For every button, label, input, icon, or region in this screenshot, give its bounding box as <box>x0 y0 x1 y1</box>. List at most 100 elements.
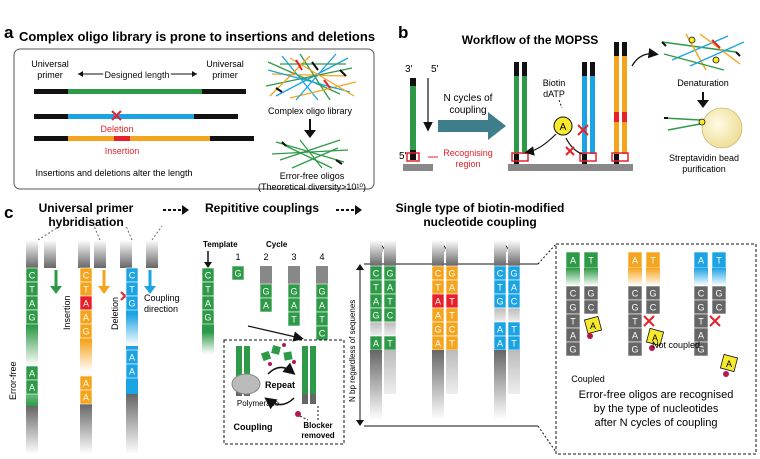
n-column-pair-tail <box>384 350 396 394</box>
cycle-number: 2 <box>263 252 268 262</box>
cycle-3-base-letter: G <box>290 287 297 297</box>
error-free-tail-letter: A <box>29 369 35 379</box>
coupled-label: Coupled <box>571 374 605 384</box>
zoom-fade <box>584 268 598 286</box>
streptavidin-label-2: purification <box>682 164 726 174</box>
coupling-label: Coupling <box>234 422 273 432</box>
n-column-pair-cell <box>507 307 521 323</box>
biotin-a-letter: A <box>590 321 596 331</box>
repeat-label: Repeat <box>265 380 295 390</box>
end-5-label: 5' <box>431 64 439 75</box>
coupling-direction-1: Coupling <box>144 293 180 303</box>
error-free-base-letter: C <box>29 271 36 281</box>
n-column-base-letter: A <box>435 297 441 307</box>
error-free-base-letter: T <box>29 285 35 295</box>
template-base-cell <box>201 309 215 325</box>
cycle-2-base-cell <box>259 297 273 313</box>
zoom-gray-pair-letter: C <box>650 303 657 313</box>
insertion-base-cell <box>79 323 93 339</box>
zoom-gray-letter: G <box>631 303 638 313</box>
zoom-inset <box>555 243 757 455</box>
biotin-a-square <box>719 353 739 373</box>
n-column-stub <box>370 240 382 266</box>
biotin-datp-badge <box>553 116 573 136</box>
cycle-2-base-letter: G <box>262 287 269 297</box>
n-column-base-cell <box>369 321 383 337</box>
panel-c: c Universal primer hybridisation Repitit… <box>4 201 757 455</box>
n-column-pair-letter: C <box>449 325 456 335</box>
panel-b-letter: b <box>398 23 408 42</box>
zoom-top-letter: A <box>632 256 638 266</box>
not-coupled-cross-icon <box>709 315 721 327</box>
biotin-a-letter: A <box>652 333 658 343</box>
cycle-4-base-letter: T <box>319 315 325 325</box>
n-column-base-letter: G <box>372 311 379 321</box>
cycle-template-stub <box>316 266 328 284</box>
n-column-pair-letter: A <box>511 283 517 293</box>
error-free-base-cell <box>25 309 39 325</box>
n-column-pair-letter: C <box>511 297 518 307</box>
template-label: Template <box>203 240 238 249</box>
zoom-gray-cell <box>627 341 643 357</box>
cycle-4-base-letter: A <box>319 301 325 311</box>
n-column-pair-letter: T <box>449 311 455 321</box>
panel-b-title: Workflow of the MOPSS <box>462 33 598 47</box>
zoom-caption-2: by the type of nucleotides <box>594 403 719 415</box>
cycle-4-base-letter: C <box>319 329 326 339</box>
zoom-gray-letter: T <box>570 317 576 327</box>
deletion-label: Deletion <box>100 124 133 134</box>
cycle-3-base-letter: T <box>291 315 297 325</box>
n-column-base-letter: C <box>373 269 380 279</box>
n-column-pair-letter: T <box>511 325 517 335</box>
template-base-letter: C <box>205 271 212 281</box>
primer-left-label-2: primer <box>37 70 63 80</box>
error-free-base-letter: A <box>29 299 35 309</box>
n-column-pair-tail <box>508 350 520 394</box>
zoom-caption-1: Error-free oligos are recognised <box>579 389 734 401</box>
recognising-label-2: region <box>455 159 480 169</box>
captured-oligos <box>663 117 706 131</box>
panel-a-title: Complex oligo library is prone to insert… <box>19 29 375 44</box>
n-column-base-letter: A <box>497 325 503 335</box>
insertion-base-letter: C <box>83 271 90 281</box>
designed-length-label: Designed length <box>104 70 169 80</box>
surface-right <box>508 164 633 171</box>
duplex-blue <box>577 62 597 164</box>
end-5-bottom-label: 5' <box>399 151 407 162</box>
denaturation-label: Denaturation <box>677 78 729 88</box>
zoom-gray-letter: A <box>570 331 576 341</box>
error-free-tail-cell <box>25 379 39 395</box>
zoom-gray-letter: G <box>569 345 576 355</box>
cycle-label: Cycle <box>266 240 288 249</box>
n-column-pair-letter: C <box>387 311 394 321</box>
n-column-base-letter: C <box>497 269 504 279</box>
zoom-gray-pair-cell <box>645 299 661 315</box>
deletion-tail-cell <box>125 363 139 379</box>
zoom-gray-pair-cell <box>711 299 727 315</box>
n-column-base-letter: A <box>373 339 379 349</box>
zoom-top-letter: A <box>698 256 704 266</box>
primer-right-label-1: Universal <box>206 59 244 69</box>
denatured-tangle <box>661 33 745 71</box>
biotin-label-2: dATP <box>543 89 565 99</box>
n-column-pair-letter: T <box>511 339 517 349</box>
n-column-base-letter: T <box>497 283 503 293</box>
n-column-pair-letter: A <box>387 283 393 293</box>
zoom-fade <box>646 268 660 286</box>
zoom-gray-pair-letter: C <box>716 303 723 313</box>
deletion-base-letter: C <box>129 271 136 281</box>
zoom-top-letter: T <box>716 256 722 266</box>
insertion-base-letter: A <box>83 299 89 309</box>
zoom-gray-cell <box>565 341 581 357</box>
insertion-label: Insertion <box>62 295 72 330</box>
n-column-tail <box>494 350 506 420</box>
insertion-tail-letter: A <box>83 379 89 389</box>
n-column-pair-tail <box>446 350 458 394</box>
zoom-gray-pair-letter: G <box>649 289 656 299</box>
cycle-template-stub <box>288 266 300 284</box>
zoom-gray-pair-cell <box>583 299 599 315</box>
deletion-tail-letter: A <box>129 367 135 377</box>
zoom-gray-letter: C <box>632 289 639 299</box>
